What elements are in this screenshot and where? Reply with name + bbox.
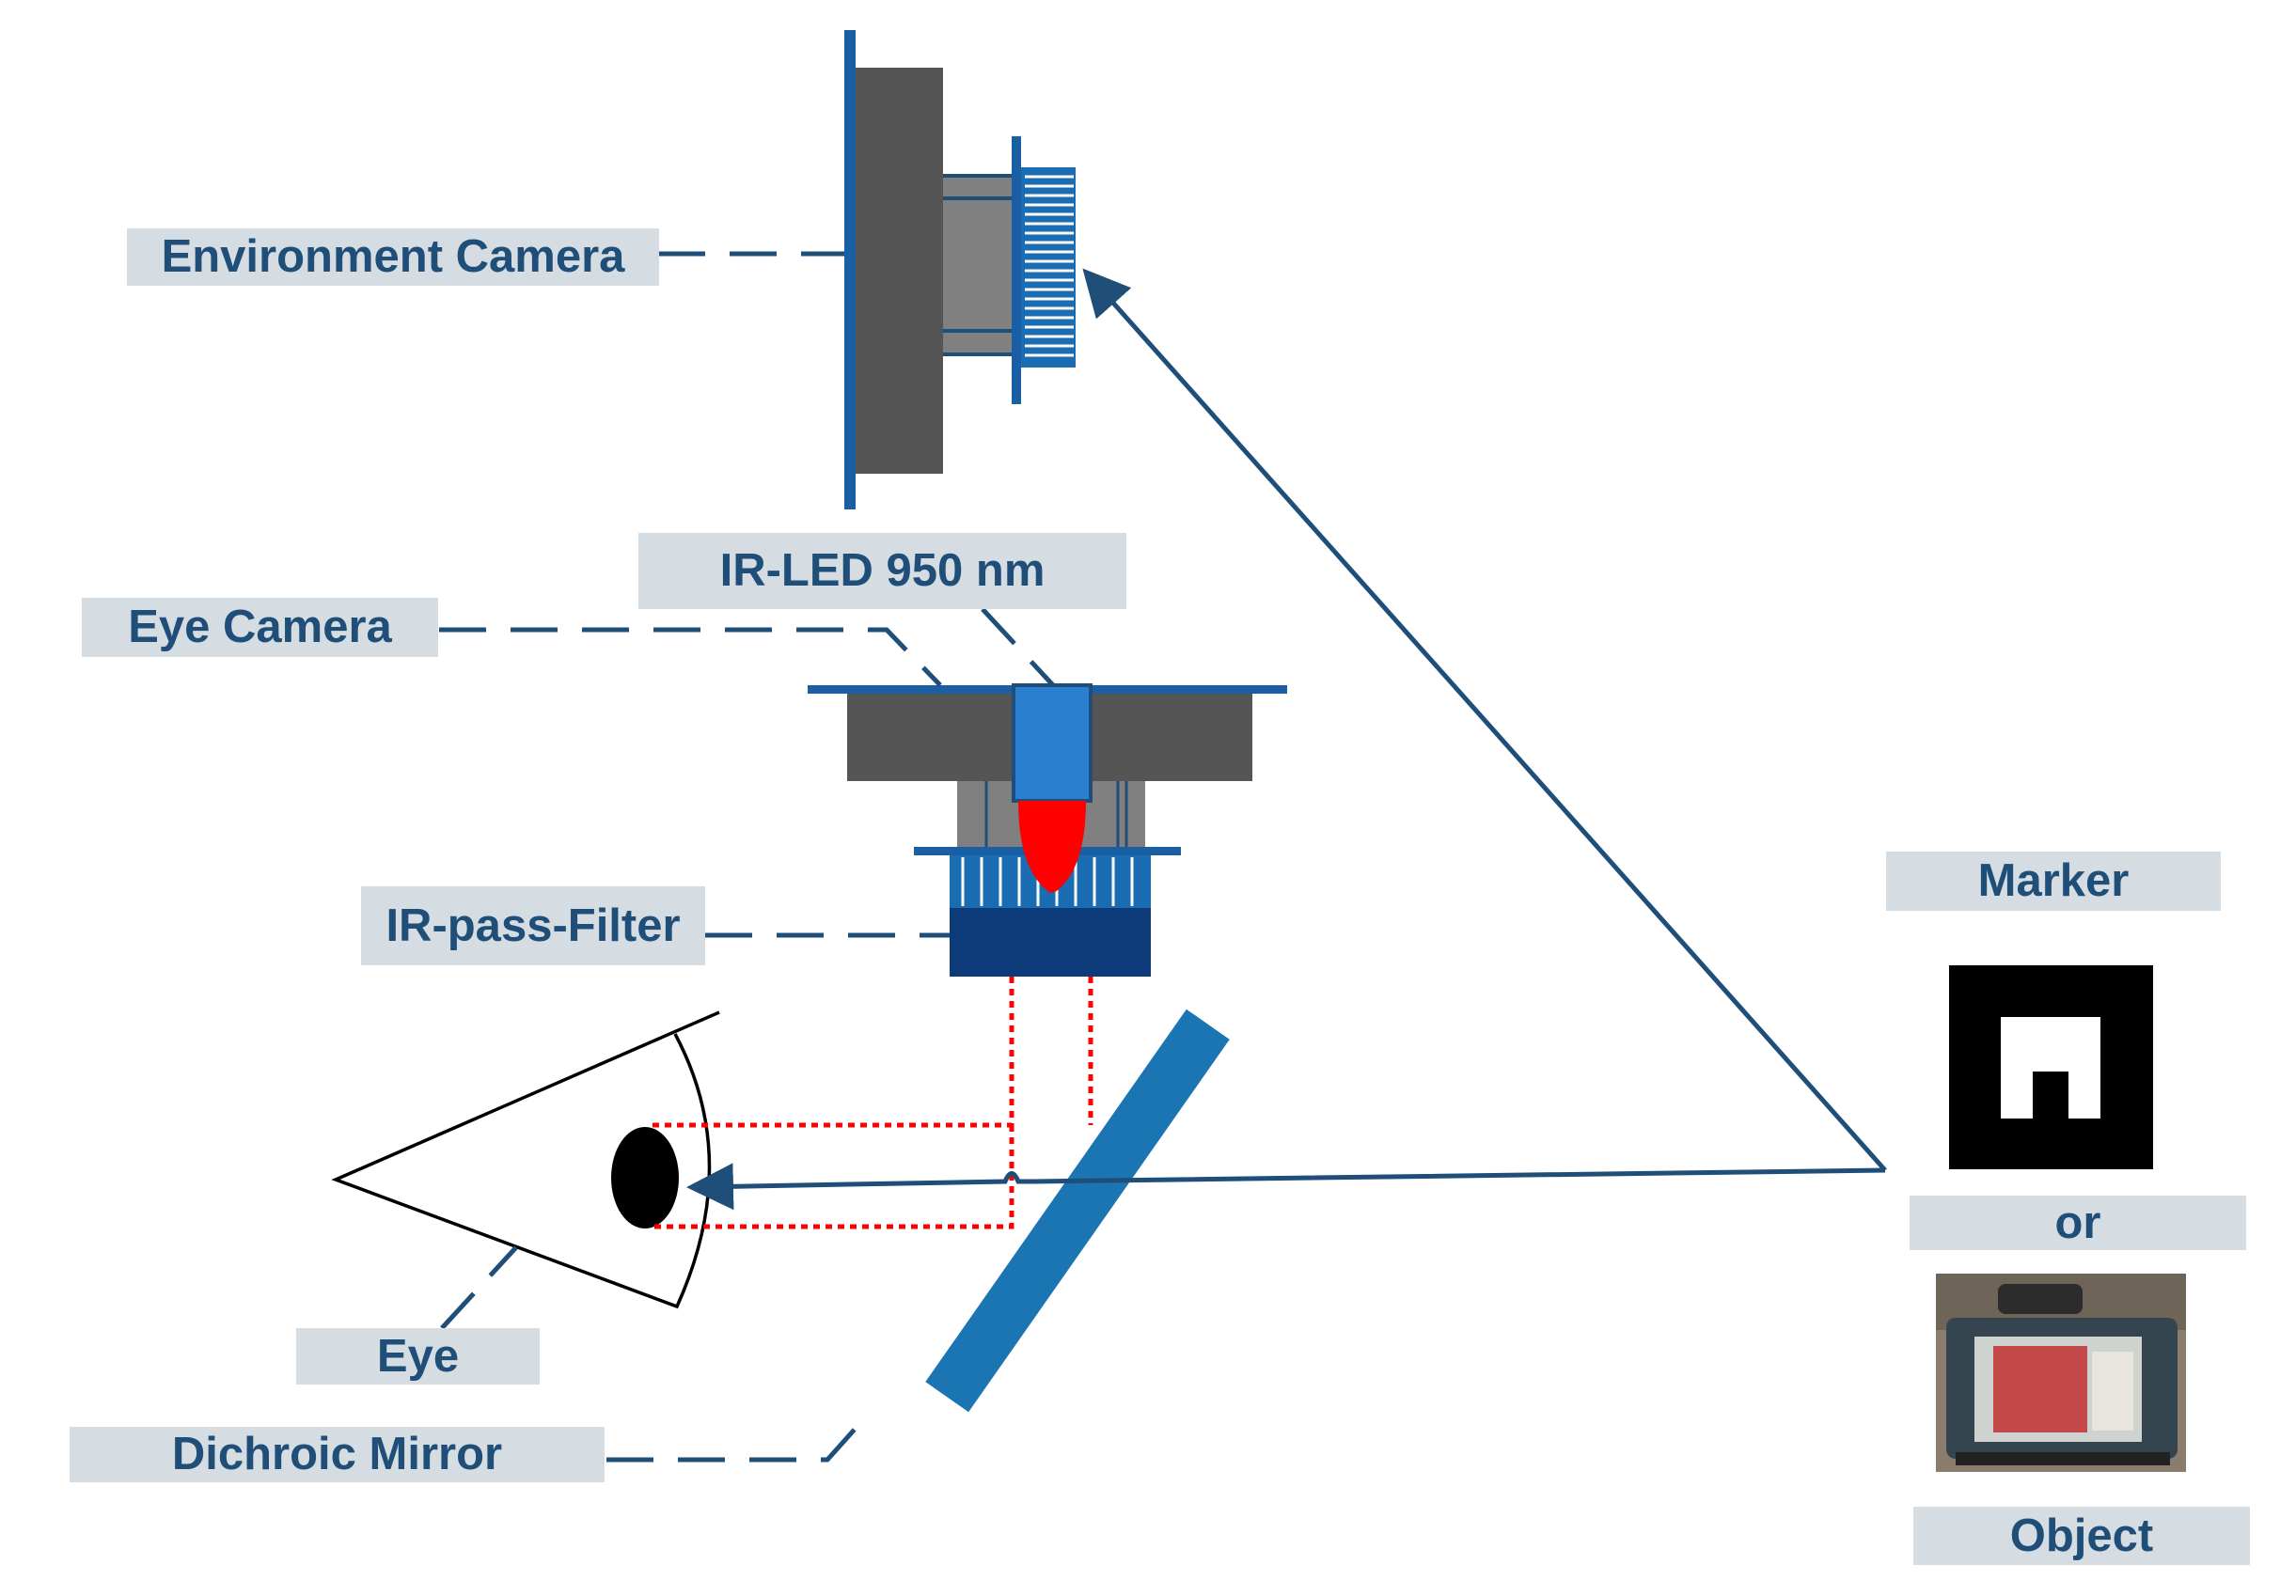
object-photo-icon (1936, 1274, 2186, 1472)
ir-pass-filter-label: IR-pass-Filter (361, 886, 705, 965)
eye-drawing (331, 1010, 720, 1309)
fiducial-marker-icon (1949, 965, 2153, 1169)
ir-led-label: IR-LED 950 nm (638, 533, 1126, 609)
environment-camera (844, 30, 1076, 509)
gaze-lines (686, 268, 1887, 1211)
object-label: Object (1913, 1507, 2250, 1565)
eye-label: Eye (296, 1328, 540, 1385)
ir-led (1012, 683, 1093, 893)
dichroic-mirror-label: Dichroic Mirror (70, 1427, 605, 1482)
environment-camera-label: Environment Camera (127, 228, 659, 286)
dichroic-mirror (925, 1009, 1230, 1413)
eye-camera-label: Eye Camera (82, 598, 438, 657)
ir-light-paths (650, 977, 1093, 1229)
lens-stripes (1025, 175, 1074, 357)
or-label: or (1910, 1196, 2246, 1250)
pupil (611, 1127, 679, 1228)
filter-stripes (961, 857, 1134, 906)
leader-lines (439, 251, 1055, 1463)
marker-label: Marker (1886, 852, 2221, 911)
